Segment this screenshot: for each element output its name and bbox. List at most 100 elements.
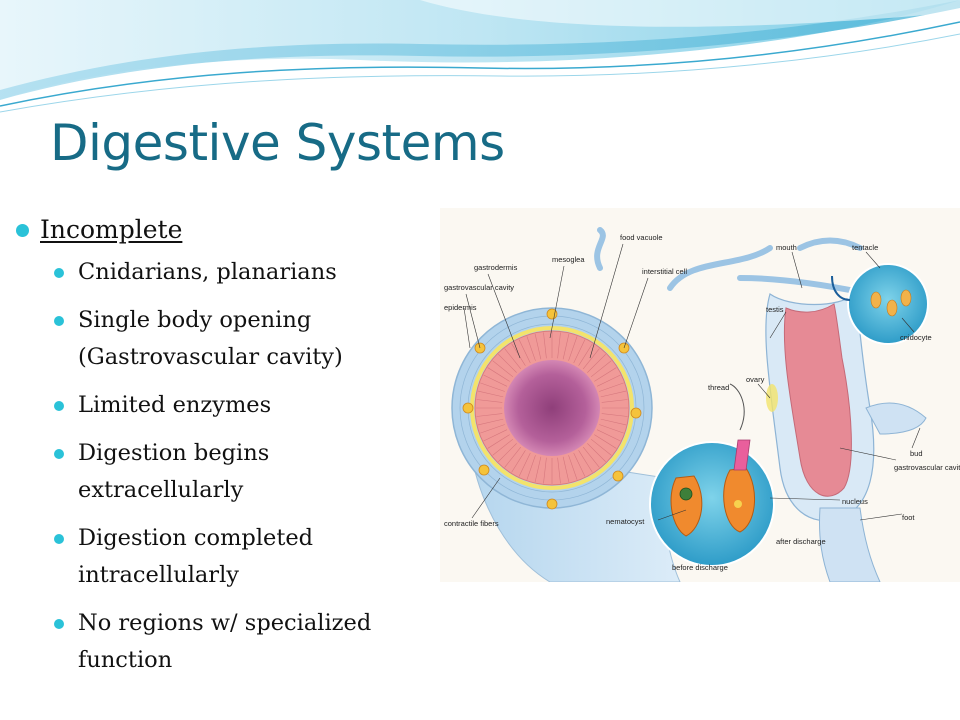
gastrodermis-cell-wall [594,367,617,382]
label-before-discharge: before discharge [672,563,728,572]
gastrodermis-cell-wall [573,452,586,477]
label-interstitial-cell: interstitial cell [642,267,687,276]
label-foot: foot [902,513,915,522]
label-testis: testis [766,305,784,314]
hydra-anatomy-figure: food vacuole mesoglea gastrodermis gastr… [440,208,960,582]
gastrodermis-cell-wall [562,456,570,483]
gastrodermis-cell-wall [487,367,510,382]
label-gastrovascular-cavity-right: gastrovascular cavity [894,463,960,472]
label-after-discharge: after discharge [776,537,826,546]
gastrodermis-cell-wall [590,360,612,378]
bullet-list: Incomplete Cnidarians, planarians Single… [14,210,439,690]
gastrodermis-cell-wall [596,429,621,442]
hydra-cavity [783,303,852,497]
gastrodermis-cell-wall [578,343,593,366]
bullet-heading-text: Incomplete [40,215,183,244]
gastrodermis-cell-wall [573,339,586,364]
sub-bullet-text: Limited enzymes [78,392,272,418]
leader-lines [463,243,921,521]
label-gastrodermis: gastrodermis [474,263,518,272]
hydra-foot [819,507,881,582]
sub-bullet: Digestion begins extracellularly [14,435,439,509]
gastrodermis-cell-wall [587,443,606,462]
gastrodermis-cell-wall [600,390,627,398]
sub-bullet-list: Cnidarians, planarians Single body openi… [14,254,439,679]
gastrodermis-cell-wall [483,429,508,442]
gastrodermis-cell-wall [543,457,547,484]
sub-bullet: Digestion completed intracellularly [14,520,439,594]
cnidocyte-inset-cells [870,289,912,317]
sub-bullet-text: Digestion completed [78,525,314,551]
nematocyst-after [723,439,756,533]
gastrodermis-cell-wall [534,333,542,360]
gastrodermis-cell-wall [483,374,508,387]
label-nucleus: nucleus [842,497,868,506]
header-wave-decoration [0,0,960,113]
bullet-dot [16,224,29,237]
sub-bullet-text: Digestion begins [78,440,270,466]
sub-bullet: No regions w/ specialized function [14,605,439,679]
bullet-heading: Incomplete [14,210,439,250]
gastrodermis-cell-wall [476,413,503,417]
label-epidermis: epidermis [444,303,477,312]
label-bud: bud [910,449,923,458]
gastrodermis-cell-wall [599,382,624,392]
inset-pointer-arrow [831,275,851,301]
gastrodermis-cell-wall [492,360,514,378]
gastrovascular-cavity-center [504,360,600,456]
gastrodermis-cell-wall [587,354,606,373]
bullet-dot [54,534,64,544]
gastrodermis-cell-wall [582,348,600,370]
gastrodermis-cell-wall [596,374,621,387]
thread-line [729,383,745,431]
gastrodermis-cell-wall [504,446,522,468]
label-gastrovascular-cavity-left: gastrovascular cavity [444,283,514,292]
gastrodermis-cell-wall [568,455,578,480]
label-contractile-fibers: contractile fibers [444,519,499,528]
sub-bullet-text: extracellularly [78,477,244,503]
label-mesoglea: mesoglea [552,255,585,264]
label-mouth: mouth [776,243,797,252]
label-ovary: ovary [746,375,765,384]
gastrodermis-cell-wall [477,390,504,398]
gastrodermis-cell-wall [568,336,578,361]
gastrodermis-cell-wall [518,452,531,477]
nematocyst-before [670,475,703,537]
sub-bullet: Limited enzymes [14,387,439,424]
label-food-vacuole: food vacuole [620,233,663,242]
bullet-dot [54,268,64,278]
gastrodermis-cell-wall [557,332,561,359]
sub-bullet-text: (Gastrovascular cavity) [78,344,343,370]
sub-bullet-text: intracellularly [78,562,239,588]
hydra-anatomy-illustration: food vacuole mesoglea gastrodermis gastr… [444,227,960,582]
sub-bullet-text: Cnidarians, planarians [78,259,337,285]
gastrodermis-cell-wall [504,348,522,370]
gastrodermis-cell-wall [526,336,536,361]
gastrodermis-cell-wall [562,333,570,360]
nematocyst-inset [649,441,775,567]
gastrodermis-cell-wall [543,332,547,359]
gastrodermis-cell-wall [582,446,600,468]
gastrodermis-cell-wall [477,418,504,426]
gastrodermis-cell-wall [601,399,628,403]
gastrodermis-cell-wall [487,434,510,449]
gastrodermis-cell-wall [557,457,561,484]
gastrodermis-cell-wall [480,382,505,392]
ovary-mark [766,384,778,412]
gastrodermis-cell-wall [600,418,627,426]
tentacle-strands [594,227,863,295]
gastrodermis-cell-wall [511,450,526,473]
label-thread: thread [708,383,729,392]
bullet-dot [54,449,64,459]
gastrodermis-cell-wall [480,424,505,434]
gastrodermis-cell-wall [526,455,536,480]
gastrodermis-cell-wall [518,339,531,364]
slide-title: Digestive Systems [50,114,505,172]
gastrodermis-cells [476,332,628,484]
gastrodermis-cell-wall [534,456,542,483]
gastrodermis-cell-wall [492,438,514,456]
gastrodermis-cell-wall [578,450,593,473]
gastrodermis-cell-wall [594,434,617,449]
sub-bullet-text: function [78,647,173,673]
